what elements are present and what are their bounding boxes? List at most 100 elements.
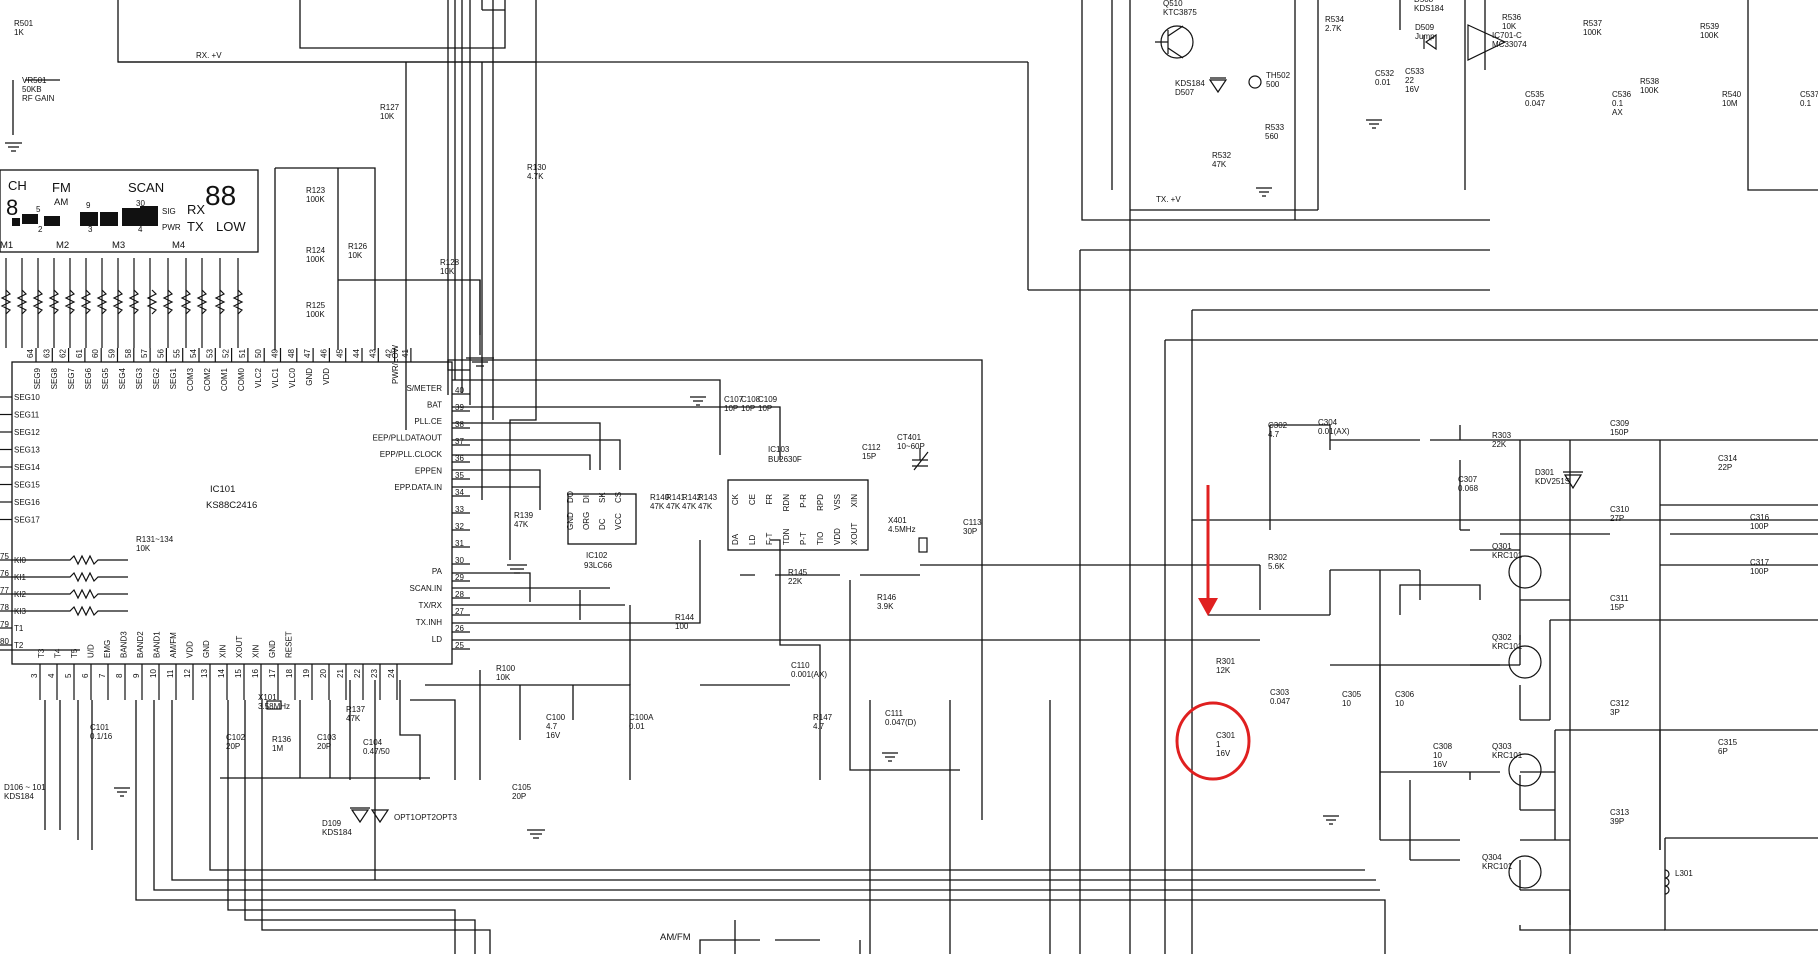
r131-resistor	[12, 571, 128, 583]
ic101-pin-label: EEP/PLLDATAOUT	[373, 434, 443, 443]
component-value: 50KB	[22, 85, 42, 94]
component-value: KTC3875	[1163, 8, 1197, 17]
ic101-pin-label: GND	[202, 640, 211, 658]
net-label-tx-v: TX. +V	[1156, 195, 1181, 204]
lcd-bar	[44, 216, 60, 226]
component-ref: R302	[1268, 553, 1288, 562]
component-ref: C313	[1610, 808, 1630, 817]
component-value: 3P	[1610, 708, 1620, 717]
red-arrow-head	[1198, 598, 1218, 616]
component-value-2: 16V	[546, 731, 561, 740]
component-value: 10P	[758, 404, 772, 413]
ic101-pin-label: SEG11	[14, 411, 40, 420]
component-value: 150P	[1610, 428, 1629, 437]
component-value: 15P	[1610, 603, 1624, 612]
ic101-pin-number: 16	[251, 669, 260, 678]
ic101-pin-label: XIN	[252, 644, 261, 658]
lcd-digits: 88	[205, 180, 236, 211]
component-value: 5.6K	[1268, 562, 1285, 571]
ic101-pin-number: 64	[26, 349, 35, 358]
component-value: D507	[1175, 88, 1195, 97]
component-value: 47K	[1212, 160, 1227, 169]
component-ref: C312	[1610, 699, 1630, 708]
component-value: 47K	[682, 502, 697, 511]
th502-thermistor-symbol	[1248, 75, 1262, 89]
d301-diode-symbol	[1563, 471, 1583, 490]
ic101-pin-label: U/D	[87, 644, 96, 658]
lcd-seg-num: 2	[38, 225, 43, 234]
lcd-am-label: AM	[54, 197, 68, 208]
component-ref: R126	[348, 242, 368, 251]
component-value: 10~60P	[897, 442, 925, 451]
ic101-pwr-low: PWR/LOW	[391, 344, 400, 384]
component-ref: C111	[885, 709, 903, 718]
ic101-pin-number: 58	[124, 349, 133, 358]
net-label-rx-v: RX. +V	[196, 51, 222, 60]
ic101-pin-number: 31	[455, 539, 464, 548]
ic101-pin-number: 49	[271, 349, 280, 358]
component-value: 20P	[226, 742, 240, 751]
component-value-2: 16V	[1216, 749, 1231, 758]
ic101-pin-label: AM/FM	[169, 632, 178, 658]
component-ref: C316	[1750, 513, 1770, 522]
component-ref: Q301	[1492, 542, 1512, 551]
component-value: KDV251S	[1535, 477, 1570, 486]
component-ref: R100	[496, 664, 516, 673]
component-value-2: AX	[1612, 108, 1623, 117]
ic102-pin-label: VCC	[614, 513, 623, 530]
component-ref: D509	[1415, 23, 1435, 32]
component-ref: C103	[317, 733, 337, 742]
ic103-pin-label: TIO	[816, 532, 825, 545]
ic103-pin-label: DA	[731, 533, 740, 545]
component-value: 1	[1216, 740, 1221, 749]
component-value-2: 16V	[1433, 760, 1448, 769]
lcd-seg-num: 4	[138, 225, 143, 234]
ic101-pin-label: SEG7	[67, 367, 76, 389]
ic102-pin-label: GND	[566, 512, 575, 530]
ic101-pin-number: 4	[47, 673, 56, 678]
ic101-pin-label: BAT	[427, 401, 442, 410]
ic101-pin-number: 48	[287, 349, 296, 358]
ic101-pin-label: SEG10	[14, 393, 40, 402]
ic101-pin-label: SEG1	[169, 367, 178, 389]
component-note: RF GAIN	[22, 94, 55, 103]
lcd-panel: CH 8 FM AM SCAN 88 RX TX LOW SIG PWR 2 5…	[0, 169, 259, 253]
ic103-pin-label: TDN	[782, 528, 791, 545]
ic101-pin-number: 25	[455, 641, 464, 650]
component-value: KDS184	[322, 828, 352, 837]
ic101-pin-number: 43	[368, 349, 377, 358]
ic101-pin-label: XOUT	[235, 636, 244, 658]
component-value: 3.9K	[877, 602, 894, 611]
component-value: 10	[1433, 751, 1442, 760]
r131-resistor	[12, 554, 128, 566]
component-value: 1K	[14, 28, 24, 37]
ic101-pin-label: SCAN.IN	[410, 584, 443, 593]
component-value: KRC101	[1482, 862, 1513, 871]
component-value: 10K	[136, 544, 151, 553]
component-value: 10M	[1722, 99, 1738, 108]
component-ref: R124	[306, 246, 326, 255]
ct401-trimmer-symbol	[912, 448, 929, 471]
component-ref: C317	[1750, 558, 1770, 567]
ic102-pin-label: DI	[582, 495, 591, 503]
lcd-rx-label: RX	[187, 202, 205, 217]
component-ref: R540	[1722, 90, 1742, 99]
ic103-name: IC103	[768, 445, 790, 454]
ground-symbol	[882, 752, 898, 762]
component-ref: R139	[514, 511, 534, 520]
component-ref: C308	[1433, 742, 1453, 751]
component-ref: C536	[1612, 90, 1632, 99]
component-value: 10P	[741, 404, 755, 413]
ic101-pin-label: SEG9	[33, 367, 42, 389]
component-value: KDS184	[4, 792, 34, 801]
ic101-pin-label: SEG4	[118, 367, 127, 389]
ic101: IC101 KS88C2416 PWR/LOW SEG10SEG11SEG12S…	[0, 344, 470, 700]
component-value: 100P	[1750, 522, 1769, 531]
ic101-pin-label: LD	[432, 635, 442, 644]
